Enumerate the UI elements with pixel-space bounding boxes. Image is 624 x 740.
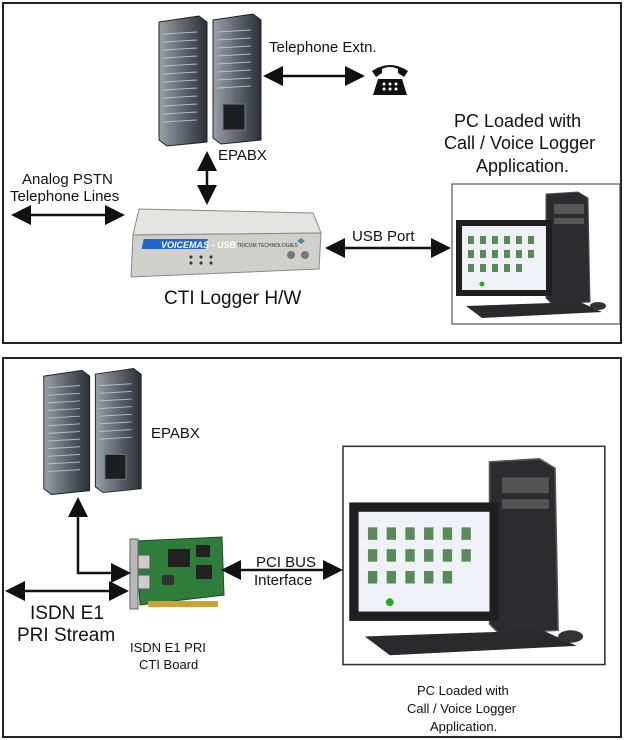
pci-card-icon <box>129 536 225 610</box>
desktop-pc-icon <box>342 445 606 666</box>
pc-label-bottom-line3: Application. <box>430 719 498 734</box>
telephone-icon <box>372 65 408 95</box>
logger-box-icon: VOICEMAS - USB TRICOM TECHNOLOGIES <box>130 208 322 278</box>
pci-bus-label-line1: PCI BUS <box>256 554 317 571</box>
isdn-board-label-line2: CTI Board <box>139 657 199 672</box>
pc-label-bottom-line2: Call / Voice Logger <box>407 701 517 716</box>
isdn-stream-label-line1: ISDN E1 <box>30 603 104 624</box>
analog-pstn-label-line2: Telephone Lines <box>10 188 120 205</box>
telephone-extn-label: Telephone Extn. <box>269 39 377 56</box>
isdn-stream-label-line2: PRI Stream <box>17 625 116 646</box>
pci-bus-label-line2: Interface <box>254 572 313 589</box>
cti-logger-label: CTI Logger H/W <box>164 288 302 309</box>
desktop-pc-icon <box>451 183 621 325</box>
epabx-label-top: EPABX <box>218 147 267 164</box>
pc-label-top-line2: Call / Voice Logger <box>444 133 596 153</box>
epabx-label-bottom: EPABX <box>151 425 200 442</box>
device-brand-text: VOICEMAS - USB <box>161 240 237 250</box>
analog-pstn-label-line1: Analog PSTN <box>22 171 113 188</box>
device-maker-text: TRICOM TECHNOLOGIES <box>237 243 298 249</box>
pc-label-bottom-line1: PC Loaded with <box>417 683 509 698</box>
server-rack-icon <box>43 367 142 495</box>
server-rack-icon <box>158 13 262 147</box>
connector-arrows-top <box>11 66 451 258</box>
isdn-board-label-line1: ISDN E1 PRI <box>130 640 206 655</box>
usb-port-label: USB Port <box>352 228 415 245</box>
pc-label-top-line1: PC Loaded with <box>454 111 582 131</box>
arrow-epabx-card <box>68 497 131 583</box>
pc-label-top-line3: Application. <box>476 156 570 176</box>
